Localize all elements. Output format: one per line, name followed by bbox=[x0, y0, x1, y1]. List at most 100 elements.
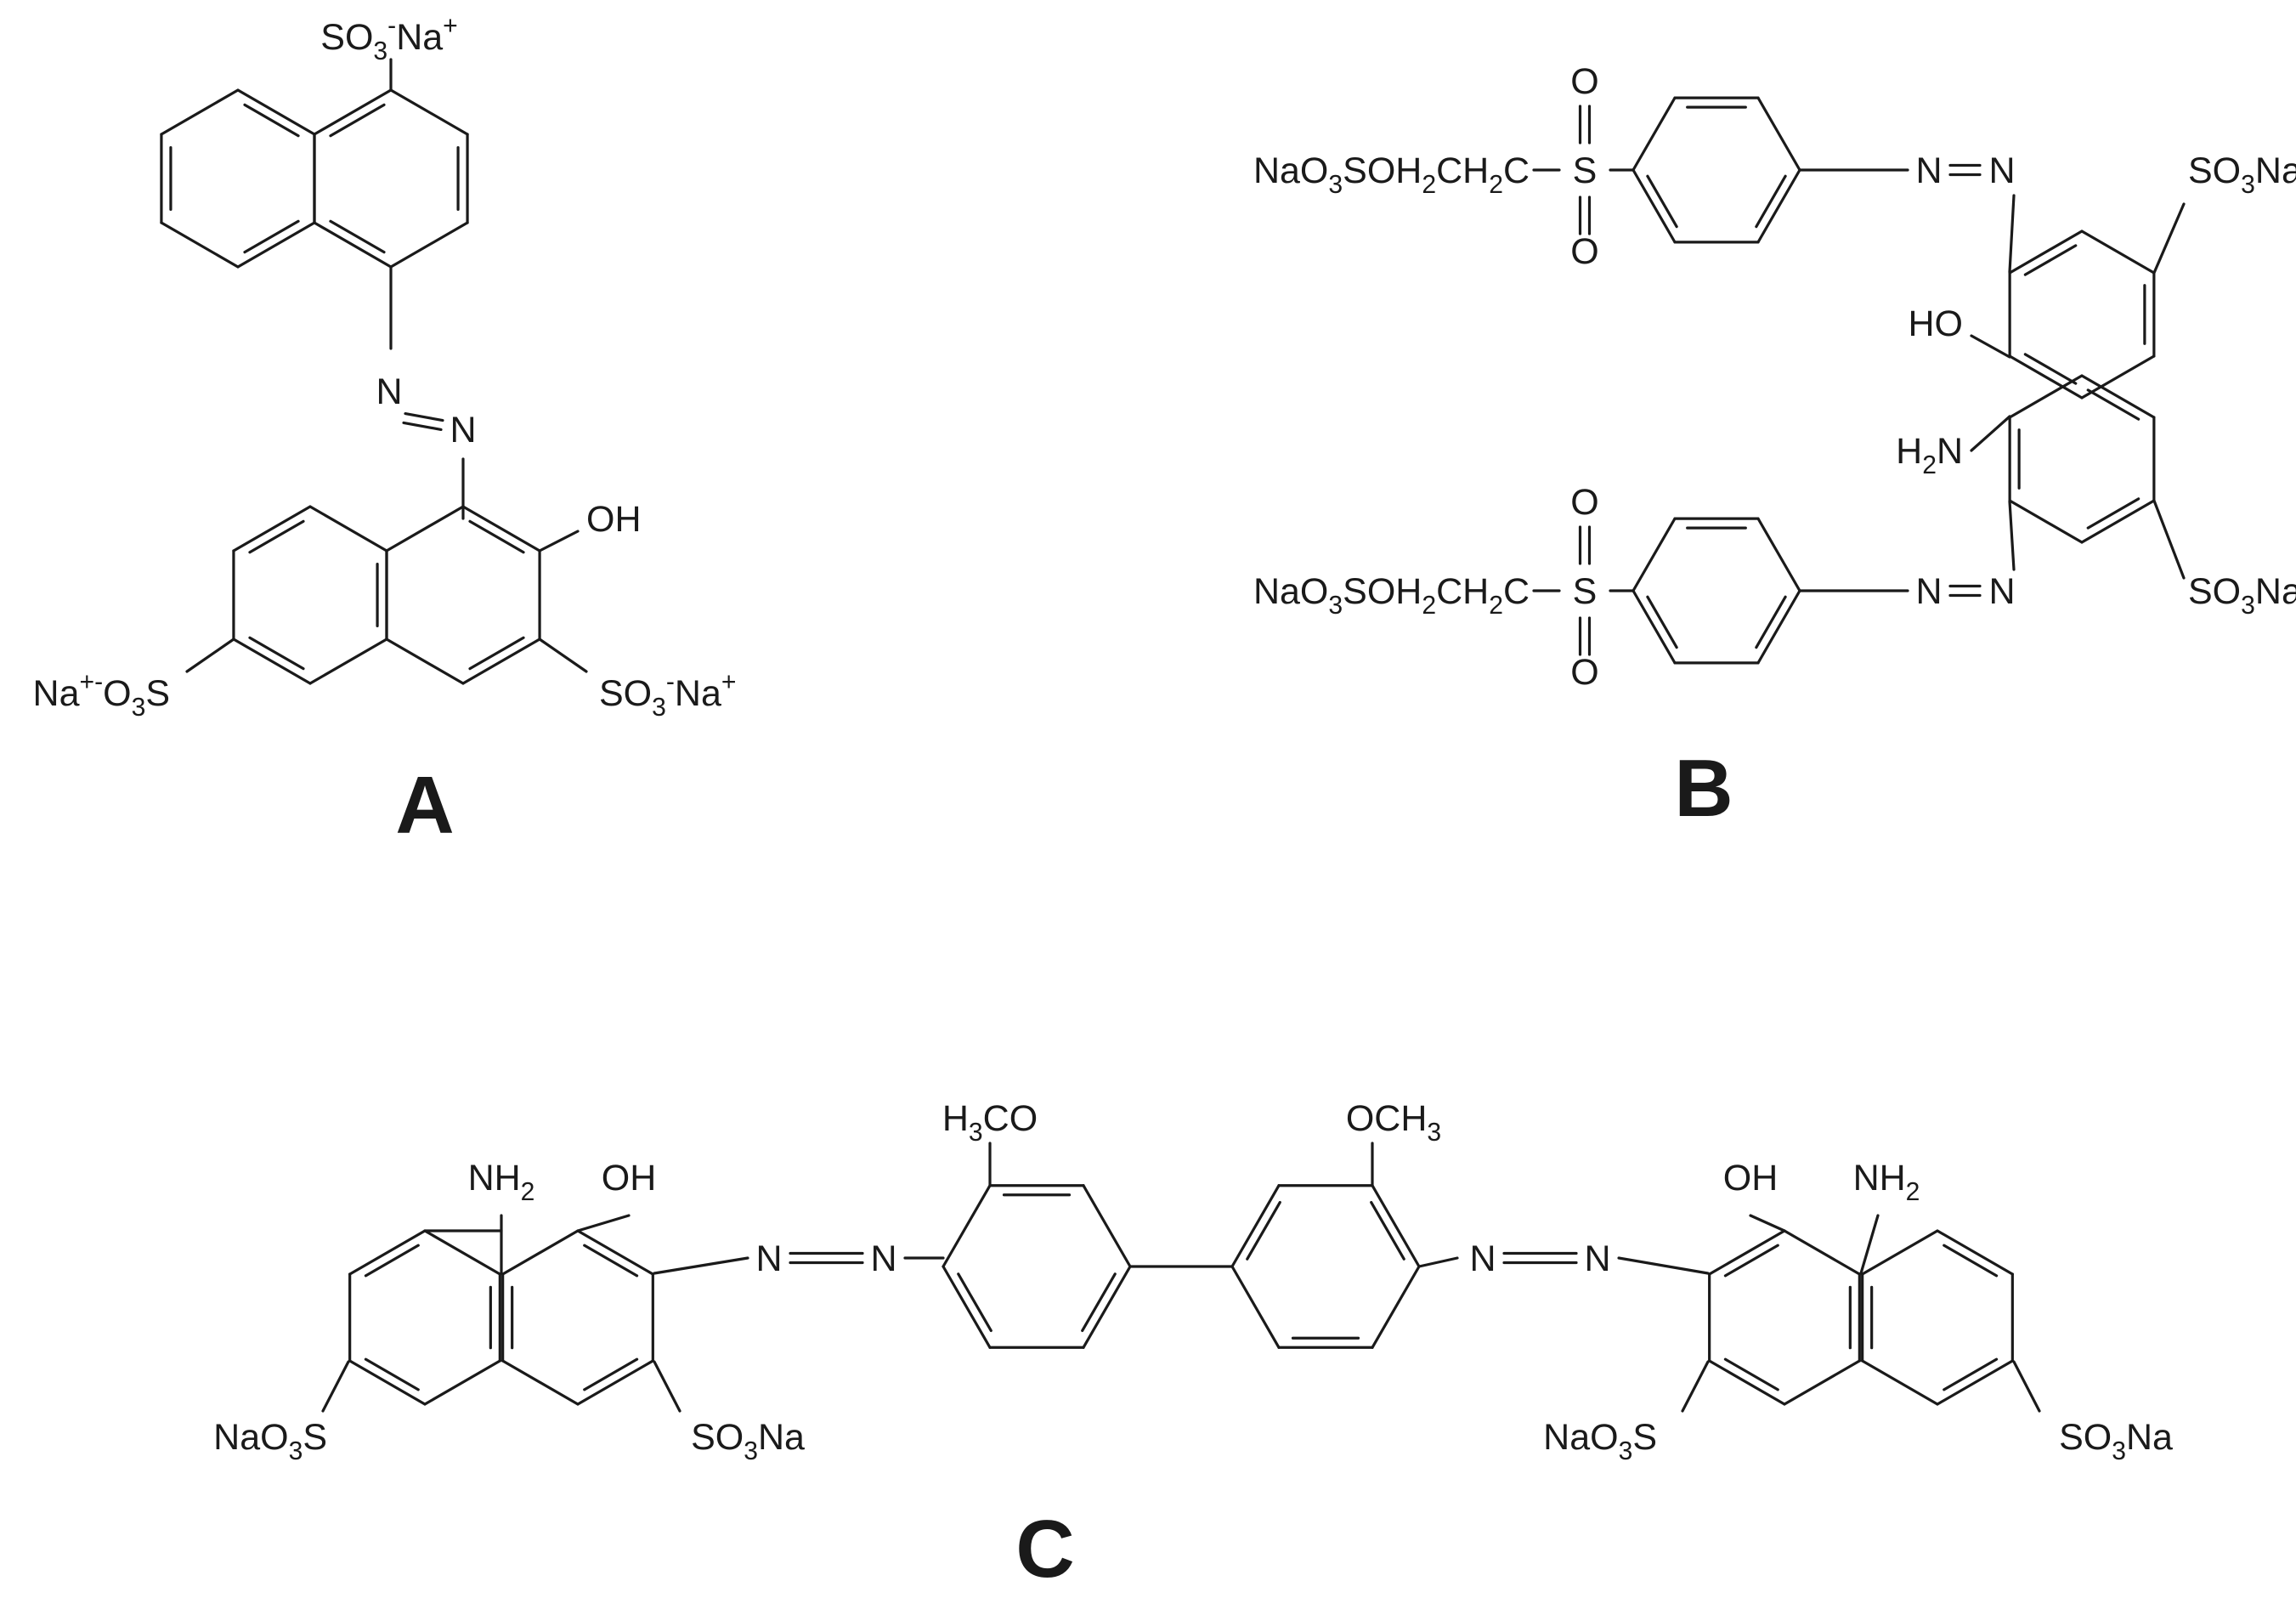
b-bond-naph-so3na-bot bbox=[2152, 499, 2186, 580]
b-naph-lower-ring-double bbox=[2086, 497, 2140, 530]
b-top-phenyl-ring bbox=[1632, 168, 1677, 244]
a-bottom-left-ring bbox=[232, 638, 312, 685]
c-biphenyl-right-ring bbox=[1230, 1184, 1281, 1268]
a-azo-double bbox=[402, 421, 443, 432]
a-bond-to-right-so3 bbox=[538, 638, 588, 673]
c-biphenyl-left-ring bbox=[1082, 1265, 1132, 1349]
c-left-naph-outer-ring bbox=[348, 1359, 427, 1406]
c-label-azo-right-n1: N bbox=[1469, 1238, 1496, 1279]
b-label-chain-bot: NaO3SOH2CH2C bbox=[1253, 571, 1530, 620]
b-naph-upper-ring bbox=[2008, 354, 2084, 400]
b-bond-naph-h2n bbox=[1970, 415, 2011, 452]
a-top-right-ring bbox=[313, 88, 393, 136]
b-naph-upper-ring-double bbox=[2023, 244, 2078, 276]
c-label-oh-left: OH bbox=[602, 1158, 657, 1198]
c-right-naph-outer-ring-double bbox=[1943, 1244, 1999, 1278]
c-label-h3co: H3CO bbox=[942, 1098, 1038, 1147]
c-left-naph-outer-ring bbox=[423, 1229, 501, 1276]
c-bond-naso3-left bbox=[321, 1360, 350, 1413]
c-right-naph-inner-ring bbox=[1708, 1229, 1786, 1276]
a-label-top-so3: SO3-Na+ bbox=[320, 12, 457, 65]
b-label-o-top-up: O bbox=[1570, 61, 1598, 102]
a-top-left-ring-double bbox=[243, 103, 300, 138]
b-label-so3na-top: SO3Na bbox=[2188, 150, 2296, 199]
b-bottom-phenyl-ring-double bbox=[1755, 595, 1787, 649]
c-right-naph-outer-ring-double bbox=[1943, 1357, 1999, 1391]
c-biphenyl-right-ring bbox=[1371, 1265, 1421, 1349]
a-top-right-ring-double bbox=[329, 103, 386, 138]
c-right-naph-inner-ring bbox=[1783, 1229, 1861, 1276]
b-label-s-top: S bbox=[1573, 150, 1598, 191]
a-bottom-right-ring-double bbox=[468, 519, 525, 554]
c-label-azo-left-n2: N bbox=[870, 1238, 896, 1279]
c-bond-oh-right bbox=[1749, 1214, 1786, 1232]
c-label-azo-right-n2: N bbox=[1584, 1238, 1610, 1279]
c-biphenyl-right-ring-double bbox=[1246, 1200, 1281, 1261]
b-label-azo-top-n1: N bbox=[1915, 150, 1942, 191]
c-right-naph-inner-ring-double bbox=[1723, 1357, 1779, 1391]
b-naph-lower-ring bbox=[2080, 374, 2156, 419]
c-right-naph-outer-ring bbox=[1861, 1229, 1939, 1276]
b-label-ho: HO bbox=[1909, 303, 1964, 344]
a-top-left-ring bbox=[236, 88, 316, 136]
b-naph-upper-ring bbox=[2008, 230, 2084, 275]
b-label-o-top-down: O bbox=[1570, 231, 1598, 272]
a-bottom-right-ring-double bbox=[468, 636, 525, 671]
b-label-azo-top-n2: N bbox=[1988, 150, 2015, 191]
a-top-left-ring bbox=[236, 221, 316, 269]
c-label-oh-right: OH bbox=[1723, 1158, 1779, 1198]
b-top-phenyl-ring-double bbox=[1755, 174, 1787, 229]
b-top-phenyl-ring-double bbox=[1646, 174, 1678, 229]
b-top-phenyl-ring bbox=[1756, 168, 1801, 244]
c-right-naph-outer-ring bbox=[1936, 1229, 2014, 1276]
c-bond-ring-azo-right bbox=[1417, 1256, 1459, 1268]
a-top-left-ring bbox=[160, 221, 240, 269]
c-label-so3na-left: SO3Na bbox=[691, 1417, 805, 1465]
c-biphenyl-right-ring bbox=[1371, 1184, 1421, 1268]
c-left-naph-inner-ring-double bbox=[583, 1244, 639, 1278]
c-label-naso3-left: NaO3S bbox=[213, 1417, 327, 1465]
a-top-right-ring-double bbox=[329, 219, 386, 254]
b-top-phenyl-ring bbox=[1756, 96, 1801, 172]
c-right-naph-inner-ring bbox=[1783, 1359, 1861, 1406]
c-left-naph-outer-ring bbox=[423, 1359, 501, 1406]
c-label-azo-left-n1: N bbox=[755, 1238, 782, 1279]
c-right-naph-outer-ring bbox=[1861, 1359, 1939, 1406]
c-bond-to-azo-left bbox=[653, 1256, 749, 1275]
b-label-so3na-bot: SO3Na bbox=[2188, 571, 2296, 620]
b-bond-azo-naph-top bbox=[2008, 194, 2016, 274]
b-naph-lower-ring bbox=[2008, 499, 2084, 544]
a-top-left-ring-double bbox=[243, 219, 300, 254]
c-left-naph-inner-ring bbox=[501, 1359, 580, 1406]
b-label-h2n: H2N bbox=[1896, 431, 1963, 479]
a-bottom-left-ring bbox=[232, 505, 312, 552]
c-left-naph-inner-ring bbox=[501, 1229, 580, 1276]
a-bottom-right-ring bbox=[461, 505, 541, 552]
a-bottom-right-ring bbox=[461, 638, 541, 685]
a-bond-to-left-so3 bbox=[185, 638, 235, 673]
c-biphenyl-right-ring-double bbox=[1370, 1200, 1405, 1261]
c-bond-naso3-right bbox=[1681, 1360, 1710, 1413]
a-label-left-so3: Na+-O3S bbox=[33, 668, 170, 722]
c-right-naph-outer-ring bbox=[1936, 1359, 2014, 1406]
c-left-naph-inner-ring bbox=[576, 1359, 654, 1406]
b-naph-upper-ring bbox=[2080, 354, 2156, 400]
b-bond-naph-so3na-top bbox=[2152, 202, 2186, 275]
a-label-oh: OH bbox=[586, 499, 642, 540]
c-right-naph-inner-ring bbox=[1708, 1359, 1786, 1406]
c-right-naph-inner-ring-double bbox=[1723, 1244, 1779, 1278]
b-label-o-bot-down: O bbox=[1570, 652, 1598, 693]
b-label-o-bot-up: O bbox=[1570, 482, 1598, 523]
c-left-naph-inner-ring bbox=[576, 1229, 654, 1276]
c-bond-oh-left bbox=[576, 1214, 631, 1232]
c-bond-so3na-right bbox=[2012, 1360, 2041, 1413]
b-bottom-phenyl-ring bbox=[1632, 589, 1677, 665]
b-bottom-phenyl-ring bbox=[1632, 517, 1677, 592]
b-naph-lower-ring-double bbox=[2086, 388, 2140, 421]
a-bottom-right-ring bbox=[385, 638, 465, 685]
b-naph-upper-ring bbox=[2080, 230, 2156, 275]
c-biphenyl-left-ring bbox=[942, 1265, 992, 1349]
c-label-nh2-right: NH2 bbox=[1853, 1158, 1920, 1206]
c-biphenyl-left-ring-double bbox=[957, 1272, 992, 1333]
